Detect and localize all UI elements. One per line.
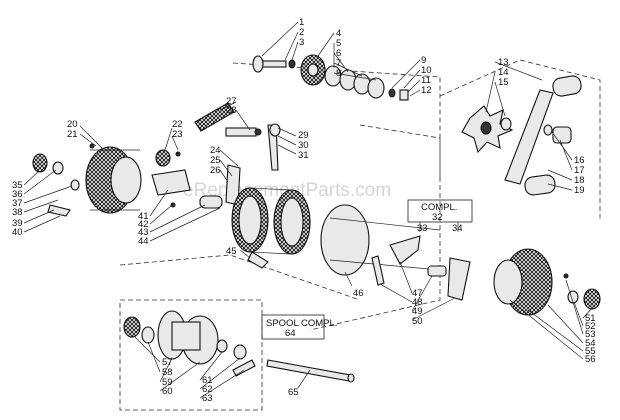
spool-compl-box-number: 64 [285, 328, 296, 339]
part-label-36: 36 [12, 189, 23, 200]
part-label-60: 60 [162, 386, 173, 397]
part-label-13: 13 [498, 57, 509, 68]
part-label-38: 38 [12, 207, 23, 218]
part-label-54: 54 [585, 338, 596, 349]
part-label-65: 65 [288, 387, 299, 398]
part-label-27: 27 [226, 96, 237, 107]
part-label-3: 3 [299, 37, 304, 48]
part-label-62: 62 [202, 384, 213, 395]
star-drag-wheel [461, 105, 514, 154]
part-label-14: 14 [498, 67, 509, 78]
spool-compl-box: SPOOL COMPL. 64 [261, 314, 337, 340]
part-label-10: 10 [421, 65, 432, 76]
main-gear [300, 54, 326, 86]
part-label-17: 17 [574, 165, 585, 176]
part-label-35: 35 [12, 180, 23, 191]
part-label-56: 56 [585, 354, 596, 365]
part-label-50: 50 [412, 316, 423, 327]
part-label-61: 61 [202, 375, 213, 386]
part-label-51: 51 [585, 313, 596, 324]
part-label-59: 59 [162, 377, 173, 388]
part-label-31: 31 [298, 150, 309, 161]
part-label-23: 23 [172, 129, 183, 140]
part-label-15: 15 [498, 77, 509, 88]
part-label-24: 24 [210, 145, 221, 156]
click-gear [155, 149, 181, 167]
guide-line-spool [119, 254, 361, 301]
part-label-6: 6 [336, 48, 341, 59]
part-label-33: 33 [417, 223, 428, 234]
guide-line-handle [439, 59, 601, 220]
part-label-63: 63 [202, 393, 213, 404]
spool-compl-box-title: SPOOL COMPL. [266, 318, 337, 329]
part-label-18: 18 [574, 175, 585, 186]
part-label-16: 16 [574, 155, 585, 166]
part-label-44: 44 [138, 236, 149, 247]
part-label-40: 40 [12, 227, 23, 238]
part-label-19: 19 [574, 185, 585, 196]
part-label-25: 25 [210, 155, 221, 166]
part-label-46: 46 [353, 288, 364, 299]
levelwind-worm [194, 102, 262, 137]
part-label-4: 4 [336, 28, 341, 39]
guide-line-plate [309, 124, 441, 331]
part-label-53: 53 [585, 329, 596, 340]
spool-assembly [123, 310, 256, 377]
part-label-11: 11 [421, 75, 431, 86]
part-label-52: 52 [585, 321, 596, 332]
part-label-47: 47 [412, 288, 423, 299]
part-label-39: 39 [12, 218, 23, 229]
part-label-48: 48 [412, 297, 423, 308]
part-label-30: 30 [298, 140, 309, 151]
guide-line-top [232, 62, 441, 178]
right-side-cover [493, 248, 601, 316]
right-side-plate [320, 204, 441, 276]
left-side-cover [85, 146, 142, 214]
part-label-20: 20 [67, 119, 78, 130]
part-label-9: 9 [421, 55, 426, 66]
drag-star-shaft [252, 55, 296, 73]
leader-lines [23, 21, 595, 399]
spool-group-outline [119, 299, 263, 411]
part-label-55: 55 [585, 346, 596, 357]
part-label-5: 5 [336, 38, 341, 49]
part-label-8: 8 [336, 68, 341, 79]
part-label-41: 41 [138, 211, 149, 222]
compl-box-title: COMPL. [421, 202, 457, 213]
part-label-57: 57 [162, 357, 173, 368]
drive-levers [371, 235, 471, 301]
part-label-45: 45 [226, 246, 237, 257]
part-label-29: 29 [298, 130, 309, 141]
part-label-7: 7 [336, 58, 341, 69]
part-label-43: 43 [138, 227, 149, 238]
part-label-12: 12 [421, 85, 432, 96]
part-label-58: 58 [162, 367, 173, 378]
compl-box-number: 32 [432, 212, 443, 223]
part-label-34: 34 [452, 223, 463, 234]
compl-box: COMPL. 32 [407, 199, 473, 232]
reel-frame [231, 187, 311, 269]
left-small-parts [32, 143, 95, 217]
part-label-37: 37 [12, 198, 23, 209]
part-label-21: 21 [67, 129, 78, 140]
part-label-2: 2 [299, 27, 304, 38]
part-label-1: 1 [299, 17, 304, 28]
part-label-42: 42 [138, 219, 149, 230]
crank-handle [504, 75, 582, 196]
part-label-28: 28 [226, 105, 237, 116]
part-label-49: 49 [412, 306, 423, 317]
part-number-labels: 1 2 3 4 5 6 7 8 9 10 11 12 13 14 15 16 1… [12, 17, 596, 404]
part-label-26: 26 [210, 165, 221, 176]
part-label-22: 22 [172, 119, 183, 130]
pawl-and-bracket [151, 123, 281, 209]
spool-shaft [266, 359, 355, 383]
